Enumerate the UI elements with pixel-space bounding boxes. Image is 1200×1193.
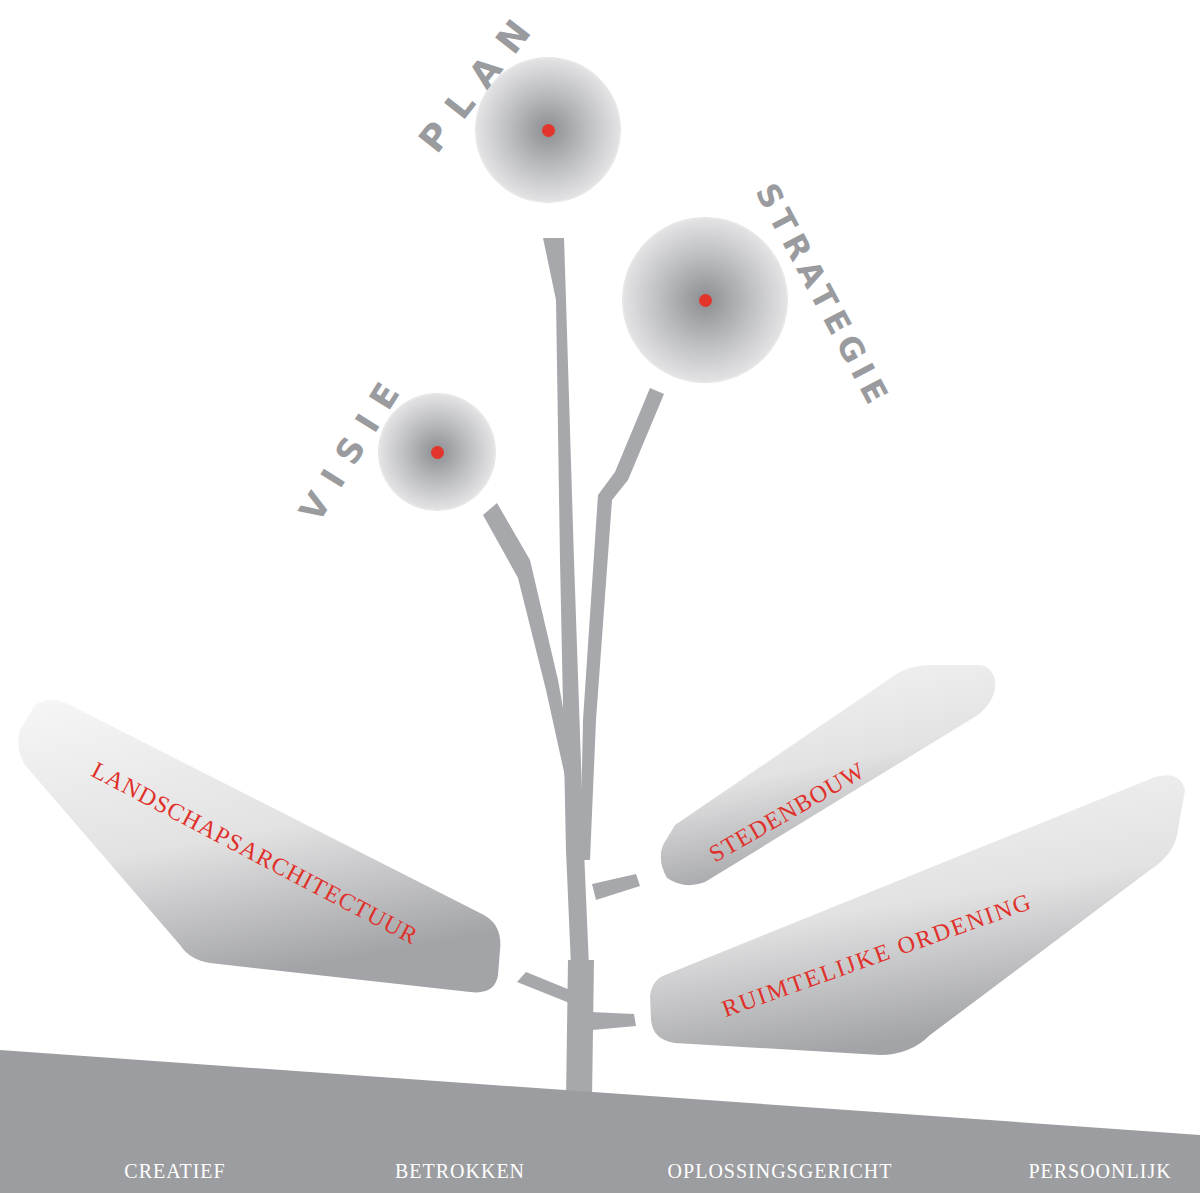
visie-flower: VISIE [379,394,495,510]
ground-band: CREATIEF BETROKKEN OPLOSSINGSGERICHT PERSOO… [0,1050,1200,1193]
red-dot [431,446,444,459]
leaf-fill [661,665,995,885]
plan-flower: PLAN [476,58,620,202]
quality-word: OPLOSSINGSGERICHT [668,1161,893,1181]
stedenbouw-leaf: STEDENBOUW [655,660,1000,890]
quality-word: PERSOONLIJK [1028,1161,1171,1181]
flower-label: VISIE [294,365,413,527]
flower-label: PLAN [413,1,547,158]
trunk [566,960,594,1100]
red-dot [542,124,555,137]
leaf-fill [650,775,1185,1055]
twig [592,874,640,900]
red-dot [699,294,712,307]
leaf-fill [18,700,500,992]
twig [590,1012,636,1030]
landschapsarchitectuur-leaf: LANDSCHAPSARCHITECTUUR [15,695,505,1000]
ground-fill [0,1050,1200,1193]
strategie-flower: STRATEGIE [623,218,787,382]
visie-stem [483,503,576,790]
twig [517,972,575,1004]
main-stem [543,238,590,990]
strategie-stem [580,388,664,860]
quality-word: BETROKKEN [395,1161,525,1181]
quality-word: CREATIEF [124,1161,225,1181]
ruimtelijke-ordening-leaf: RUIMTELIJKE ORDENING [645,765,1190,1060]
flower-label: STRATEGIE [750,178,895,413]
